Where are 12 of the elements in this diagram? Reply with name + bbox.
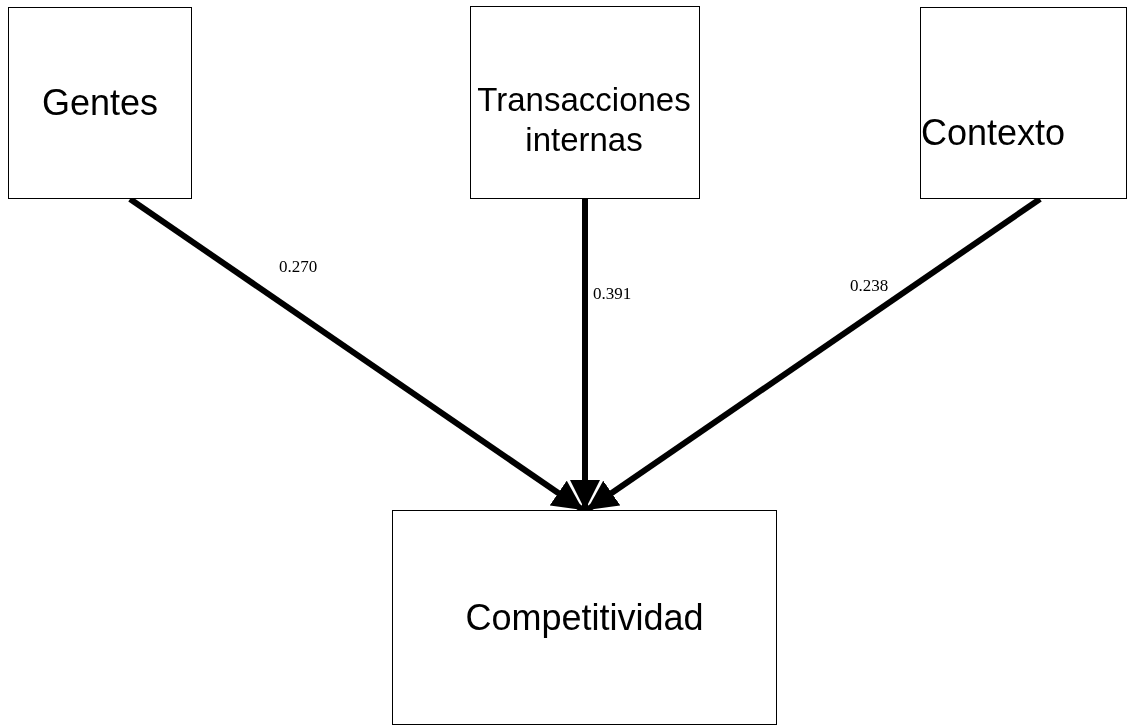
concept-box — [392, 510, 777, 725]
box-label: Transacciones internas — [476, 79, 692, 160]
concept-box — [8, 7, 192, 199]
concept-box — [920, 7, 1127, 199]
box-label: Gentes — [41, 83, 159, 123]
arrow — [570, 199, 600, 510]
concept-box — [470, 6, 700, 199]
edge-label: 0.270 — [278, 258, 319, 275]
box-label: Competitividad — [465, 597, 704, 638]
edge-label: 0.391 — [592, 285, 633, 302]
box-label: Contexto — [921, 113, 1066, 153]
edge-label: 0.238 — [849, 277, 890, 294]
